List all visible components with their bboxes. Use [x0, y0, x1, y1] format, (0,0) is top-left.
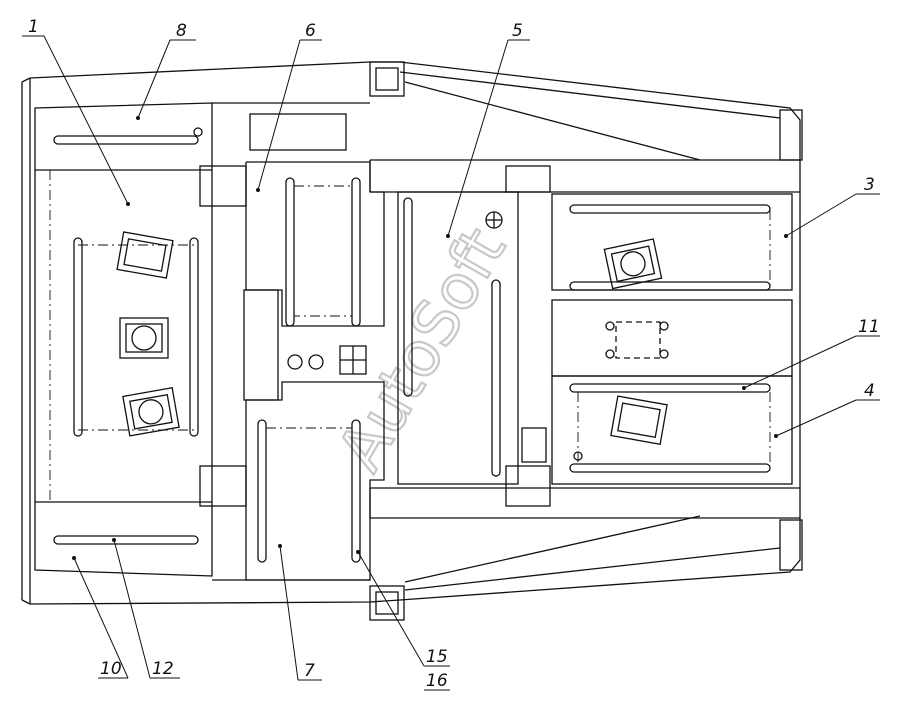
- plate-5: [397, 165, 551, 507]
- callout-8: 8: [176, 21, 187, 41]
- bracket-bottom: [199, 465, 247, 507]
- callout-1: 1: [28, 17, 39, 37]
- callout-5: 5: [512, 21, 523, 41]
- plate-1: [34, 102, 213, 577]
- callout-15: 15: [426, 647, 448, 667]
- callout-labels: 1 8 6 5 3 11 4 10 12 7 15 16: [28, 17, 880, 691]
- callout-6: 6: [305, 21, 316, 41]
- callout-10: 10: [100, 659, 122, 679]
- plate-6: [245, 161, 385, 327]
- leader-lines: [22, 35, 880, 691]
- callout-16: 16: [426, 671, 448, 691]
- callout-4: 4: [864, 381, 875, 401]
- plate-4: [551, 375, 793, 485]
- bracket-top: [199, 165, 247, 207]
- center-part: [551, 299, 793, 377]
- outer-frame: [21, 61, 803, 621]
- middle-connector: [243, 289, 367, 401]
- plate-3: [551, 193, 793, 291]
- callout-11: 11: [858, 317, 880, 337]
- callout-3: 3: [864, 175, 875, 195]
- plate-7: [245, 381, 385, 581]
- reference-dots: [72, 116, 788, 560]
- callout-12: 12: [152, 659, 174, 679]
- callout-7: 7: [304, 661, 315, 681]
